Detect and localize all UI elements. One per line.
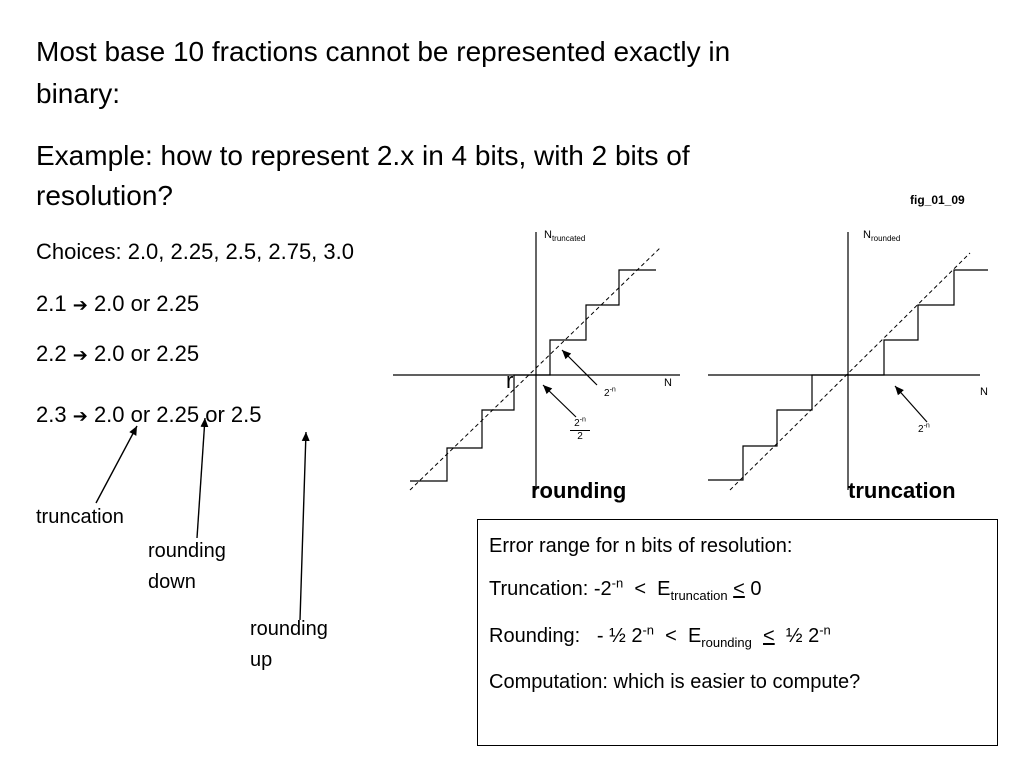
right-graph — [708, 232, 988, 491]
choices-text: Choices: 2.0, 2.25, 2.5, 2.75, 3.0 — [36, 239, 354, 264]
left-step-exp: -n — [609, 386, 616, 394]
frac-den: 2 — [577, 431, 583, 442]
trunc-zero: 0 — [750, 578, 762, 600]
note-rounding-down-1: rounding — [148, 540, 226, 562]
figure-id: fig_01_09 — [910, 193, 965, 207]
left-y-label-main: N — [544, 229, 552, 241]
right-staircase — [708, 269, 988, 481]
left-graph — [393, 232, 680, 491]
right-step-arrow — [894, 385, 928, 423]
left-step-base: 2 — [604, 388, 610, 399]
title-line-1b: binary: — [36, 78, 121, 109]
example-1-left: 2.1 — [36, 291, 67, 316]
round-sub: rounding — [701, 635, 752, 650]
computation-question: Computation: which is easier to compute? — [489, 671, 861, 693]
truncation-range: Truncation: -2-n < Etruncation < 0 — [489, 575, 762, 603]
right-step-exp: -n — [923, 422, 930, 430]
left-x-label: N — [664, 377, 672, 389]
frac-num-base: 2 — [574, 418, 580, 429]
caption-truncation: truncation — [848, 478, 956, 503]
left-step-arrow — [561, 349, 598, 386]
right-arrow-icon: ➔ — [72, 406, 88, 427]
note-rounding-up-2: up — [250, 649, 273, 671]
trunc-sub: truncation — [670, 588, 728, 603]
title-line-2a: Example: how to represent 2.x in 4 bits,… — [36, 140, 690, 171]
trunc-E: E — [657, 578, 671, 600]
example-1: 2.1 ➔ 2.0 or 2.25 — [36, 290, 199, 319]
rounding-up-arrow — [299, 431, 310, 621]
example-3-left: 2.3 — [36, 402, 67, 427]
left-y-label-sub: truncated — [551, 234, 586, 244]
example-1-right: 2.0 or 2.25 — [93, 291, 200, 316]
note-rounding-down-2: down — [148, 571, 196, 593]
round-lt: < — [665, 625, 677, 647]
round-low: - ½ 2 — [596, 625, 643, 647]
round-low-exp: -n — [642, 622, 654, 638]
left-ideal-line — [409, 247, 661, 491]
round-E: E — [687, 625, 702, 647]
round-le: < — [763, 625, 775, 647]
right-arrow-icon: ➔ — [72, 295, 88, 316]
left-halfstep-arrow — [542, 384, 577, 418]
right-y-label: Nrounded — [863, 229, 901, 244]
half-step-fraction: 2-n 2 — [570, 416, 590, 443]
right-y-label-sub: rounded — [870, 234, 901, 244]
round-high-exp: -n — [819, 622, 831, 638]
example-2-left: 2.2 — [36, 341, 67, 366]
rounding-down-arrow — [196, 417, 209, 539]
right-y-label-main: N — [863, 229, 871, 241]
example-2: 2.2 ➔ 2.0 or 2.25 — [36, 340, 199, 369]
trunc-prefix: Truncation: -2 — [489, 578, 612, 600]
trunc-exp: -n — [611, 575, 624, 591]
caption-rounding: rounding — [531, 478, 627, 503]
error-box-title: Error range for n bits of resolution: — [489, 535, 793, 557]
right-arrow-icon: ➔ — [72, 345, 88, 366]
note-rounding-up-1: rounding — [250, 618, 328, 640]
example-2-right: 2.0 or 2.25 — [93, 341, 200, 366]
frac-num-exp: -n — [579, 416, 586, 424]
right-step-base: 2 — [918, 424, 924, 435]
note-truncation: truncation — [36, 506, 124, 528]
trunc-le: < — [733, 578, 745, 600]
stray-r: r — [506, 368, 514, 393]
round-prefix: Rounding: — [489, 625, 581, 647]
left-step-label: 2-n — [604, 386, 616, 399]
quantization-figure — [393, 232, 988, 491]
right-ideal-line — [729, 252, 971, 491]
example-3-right: 2.0 or 2.25 or 2.5 — [93, 402, 262, 427]
right-step-label: 2-n — [918, 422, 930, 435]
left-y-label: Ntruncated — [544, 229, 586, 244]
truncation-arrow — [95, 425, 138, 504]
rounding-range: Rounding: - ½ 2-n < Erounding < ½ 2-n — [489, 622, 831, 650]
left-staircase — [410, 269, 656, 482]
round-high: ½ 2 — [785, 625, 820, 647]
error-range-box: Error range for n bits of resolution: Tr… — [477, 519, 998, 746]
title-line-2b: resolution? — [36, 180, 173, 211]
annotation-arrows — [95, 417, 310, 621]
trunc-lt: < — [634, 578, 647, 600]
title-line-1a: Most base 10 fractions cannot be represe… — [36, 36, 731, 67]
example-3: 2.3 ➔ 2.0 or 2.25 or 2.5 — [36, 401, 262, 430]
right-x-label: N — [980, 386, 988, 398]
